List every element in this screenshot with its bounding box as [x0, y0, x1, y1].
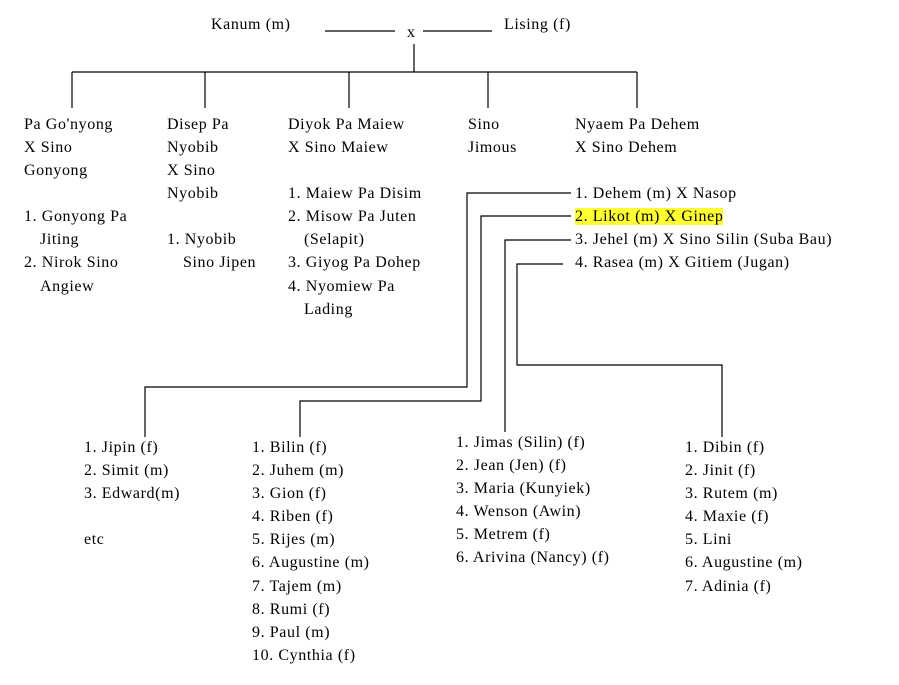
child-1-issue-item: Jiting	[40, 231, 80, 249]
connector-likot	[299, 215, 571, 437]
grandchildren-rasea: 1. Dibin (f) 2. Jinit (f) 3. Rutem (m) 4…	[685, 436, 803, 598]
grandchild-item: 2. Jean (Jen) (f)	[456, 457, 567, 475]
grandchild-item: 6. Augustine (m)	[252, 554, 370, 572]
grandchild-item: 3. Rutem (m)	[685, 485, 778, 503]
child-3-issue-item: 4. Nyomiew Pa	[288, 277, 395, 295]
grandchild-item: 3. Maria (Kunyiek)	[456, 480, 591, 498]
child-2-name: Nyobib	[167, 139, 219, 157]
grandchild-item: 1. Jipin (f)	[84, 439, 159, 456]
child-3-issue-item: 2. Misow Pa Juten	[288, 208, 417, 226]
marriage-marker-label: x	[407, 24, 416, 41]
grandchild-item: 10. Cynthia (f)	[252, 646, 356, 664]
child-2-name: Disep Pa	[167, 116, 230, 133]
child-2-issue-item: 1. Nyobib	[167, 231, 237, 249]
child-3-issue-item: Lading	[304, 300, 353, 318]
child-3-issue-item: (Selapit)	[304, 231, 365, 249]
grandchild-item: 5. Lini	[685, 531, 732, 549]
grandchild-item: 2. Simit (m)	[84, 462, 169, 480]
grandchild-item: 8. Rumi (f)	[252, 600, 331, 618]
grandchild-item: 6. Augustine (m)	[685, 554, 803, 572]
child-3-name: Diyok Pa Maiew	[288, 116, 405, 133]
grandchildren-likot: 1. Bilin (f) 2. Juhem (m) 3. Gion (f) 4.…	[252, 436, 370, 667]
child-5-name: X Sino Dehem	[575, 139, 678, 157]
grandchild-item: 2. Juhem (m)	[252, 462, 345, 480]
connector-jehel	[504, 239, 571, 432]
grandchildren-dehem: 1. Jipin (f) 2. Simit (m) 3. Edward(m) e…	[84, 436, 180, 551]
grandchild-item: 4. Maxie (f)	[685, 508, 770, 526]
child-1-issue-item: 2. Nirok Sino	[24, 254, 119, 272]
child-4-name: Sino	[468, 116, 500, 133]
child-1-name: X Sino	[24, 139, 73, 157]
grandchild-item: 6. Arivina (Nancy) (f)	[456, 549, 610, 567]
root-father-label: Kanum (m)	[211, 16, 291, 33]
child-2-name: X Sino	[167, 162, 216, 180]
marriage-marker: x	[407, 21, 416, 44]
child-4-name: Jimous	[468, 139, 517, 157]
grandchild-item: 2. Jinit (f)	[685, 462, 756, 480]
child-4-box: Sino Jimous	[468, 113, 517, 159]
grandchild-item: 9. Paul (m)	[252, 623, 331, 641]
etc-note: etc	[84, 531, 105, 549]
child-5-issue-item: 2. Likot (m) X Ginep	[575, 205, 832, 228]
grandchild-item: 4. Wenson (Awin)	[456, 503, 582, 521]
grandchild-item: 7. Tajem (m)	[252, 577, 342, 595]
root-mother: Lising (f)	[504, 13, 571, 36]
child-1-issue-item: 1. Gonyong Pa	[24, 208, 128, 226]
child-3-box: Diyok Pa Maiew X Sino Maiew 1. Maiew Pa …	[288, 113, 422, 321]
grandchild-item: 1. Bilin (f)	[252, 439, 328, 456]
grandchild-item: 3. Edward(m)	[84, 485, 181, 503]
child-1-name: Gonyong	[24, 162, 88, 180]
child-1-name: Pa Go'nyong	[24, 116, 114, 133]
connector-dehem	[144, 192, 571, 437]
highlighted-entry: 2. Likot (m) X Ginep	[575, 208, 724, 226]
child-2-box: Disep Pa Nyobib X Sino Nyobib 1. Nyobib …	[167, 113, 256, 275]
child-5-issue-item: 3. Jehel (m) X Sino Silin (Suba Bau)	[575, 231, 833, 249]
child-3-name: X Sino Maiew	[288, 139, 389, 157]
child-2-name: Nyobib	[167, 185, 219, 203]
child-2-issue-item: Sino Jipen	[183, 254, 257, 272]
root-mother-label: Lising (f)	[504, 16, 571, 33]
grandchild-item: 5. Rijes (m)	[252, 531, 336, 549]
child-5-box: Nyaem Pa Dehem X Sino Dehem 1. Dehem (m)…	[575, 113, 832, 275]
connector-rasea	[516, 263, 723, 437]
child-1-issue-item: Angiew	[40, 277, 95, 295]
grandchild-item: 1. Jimas (Silin) (f)	[456, 434, 586, 451]
root-father: Kanum (m)	[211, 13, 291, 36]
grandchild-item: 3. Gion (f)	[252, 485, 327, 503]
child-3-issue-item: 3. Giyog Pa Dohep	[288, 254, 421, 272]
child-1-box: Pa Go'nyong X Sino Gonyong 1. Gonyong Pa…	[24, 113, 127, 298]
grandchild-item: 5. Metrem (f)	[456, 526, 551, 544]
grandchildren-jehel: 1. Jimas (Silin) (f) 2. Jean (Jen) (f) 3…	[456, 431, 610, 570]
child-3-issue-item: 1. Maiew Pa Disim	[288, 185, 422, 203]
grandchild-item: 4. Riben (f)	[252, 508, 334, 526]
child-5-issue-item: 4. Rasea (m) X Gitiem (Jugan)	[575, 254, 790, 272]
grandchild-item: 1. Dibin (f)	[685, 439, 765, 456]
child-5-name: Nyaem Pa Dehem	[575, 116, 700, 133]
grandchild-item: 7. Adinia (f)	[685, 577, 772, 595]
child-5-issue-item: 1. Dehem (m) X Nasop	[575, 185, 737, 203]
